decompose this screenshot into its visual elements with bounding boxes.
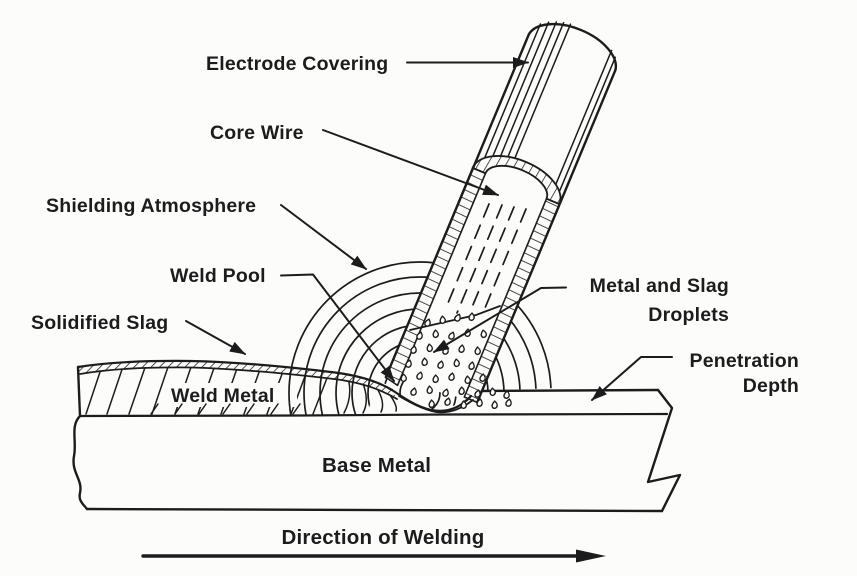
fusion-tick [222,403,231,415]
core-wire-dashes [447,203,527,314]
covering-stripe [555,49,613,185]
covering-stripe [483,23,542,159]
weld-metal-hatch-line [128,367,146,415]
covering-strip-left [385,167,487,387]
weld-metal-hatch-line [290,372,307,415]
droplet-icon [491,400,499,410]
leader-lines [185,57,673,401]
fusion-tick [198,403,207,415]
electrode-body [385,24,616,403]
droplet-icon [488,387,497,397]
core-wire-dash [469,206,515,313]
weld-metal-label: Weld Metal [171,385,275,407]
leader-weld-pool [280,273,395,382]
covering-stripe [492,21,550,157]
core-wire-dash [484,208,527,309]
fusion-line-ticks [150,403,301,415]
core-droplet-boundary [409,305,501,331]
droplet-icon [504,398,513,408]
direction-arrow [141,549,606,563]
covering-stripe [558,56,617,192]
solidified-slag-label: Solidified Slag [31,312,168,334]
weld-bead [76,359,398,415]
droplet-icon [427,399,436,409]
weld-metal-hatch-line [85,371,101,415]
direction-arrowhead-icon [576,549,606,563]
labels: Electrode Covering Core Wire Shielding A… [31,53,799,549]
leader-solidified-slag [185,320,246,355]
electrode-cap-edge [527,22,618,72]
weld-pool-label: Weld Pool [170,265,266,287]
fusion-tick [174,403,183,415]
weld-metal-label-bg [164,383,297,407]
slag-band-top-edge [76,359,394,392]
electrode [384,21,618,404]
plate-bottom-edge [85,507,664,513]
fusion-tick [246,403,255,415]
slag-band-bottom-edge [79,366,398,400]
metal-slag-label-line2: Droplets [648,304,729,326]
plate-right-break-edge [646,388,682,513]
electrode-covering-label: Electrode Covering [206,53,388,75]
droplet-icon [409,386,418,397]
penetration-label-line2: Depth [743,375,799,397]
fusion-tick [150,403,159,415]
penetration-label-line1: Penetration [690,350,799,372]
droplet-icon [443,396,452,407]
shielding-atmosphere-label: Shielding Atmosphere [46,195,256,217]
plate-left-edge [72,365,89,511]
leader-metal-slag-droplets [433,286,567,353]
core-wire-label: Core Wire [210,122,304,144]
covering-strip-right [463,197,561,404]
weld-metal-hatch-line [151,367,169,415]
leader-core-wire [322,129,499,196]
fusion-tick [270,403,279,415]
electrode-covering-stripes [483,21,617,192]
covering-stripe [499,21,558,157]
fusion-tick [292,403,301,415]
weld-metal-ripple [343,377,351,414]
covering-stripe [507,21,565,158]
leader-penetration-depth [591,356,673,401]
core-wire-dash [456,204,503,314]
base-metal-label: Base Metal [322,454,431,477]
covering-stripe [514,23,572,159]
fusion-penetration-line [78,412,669,418]
direction-of-welding-label: Direction of Welding [282,526,485,549]
weld-metal-hatch-line [106,368,123,415]
core-wire-dash [447,203,490,304]
leader-shielding-atmosphere [280,204,367,270]
metal-slag-label-line1: Metal and Slag [590,275,729,297]
